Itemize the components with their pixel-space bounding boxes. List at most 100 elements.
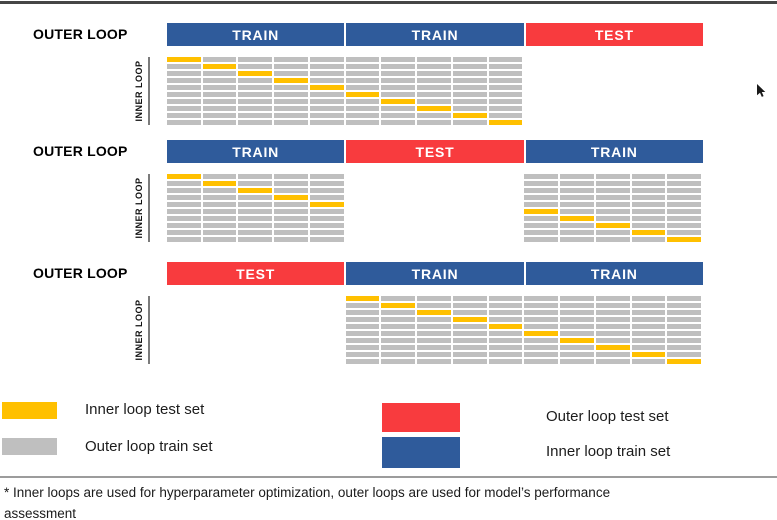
outer-segment-train: TRAIN [167, 23, 345, 46]
outer-train-segment [345, 57, 380, 62]
outer-train-segment [417, 120, 451, 125]
outer-train-segment [595, 181, 630, 186]
inner-loop-row [167, 209, 344, 214]
outer-train-segment [631, 237, 666, 242]
outer-train-segment [381, 71, 416, 76]
legend-swatch-inner_test_yellow [2, 402, 57, 419]
inner-test-segment [167, 174, 201, 179]
inner-loop-grid [167, 57, 523, 127]
outer-train-segment [381, 310, 416, 315]
outer-train-segment [488, 106, 523, 111]
inner-test-segment [488, 324, 523, 329]
outer-train-segment [381, 345, 416, 350]
outer-train-segment [595, 230, 630, 235]
outer-train-segment [167, 202, 201, 207]
outer-train-segment [381, 359, 416, 364]
outer-train-segment [417, 359, 451, 364]
outer-train-segment [452, 303, 487, 308]
inner-loop-row [167, 120, 523, 125]
inner-test-segment [381, 99, 416, 104]
outer-train-segment [202, 230, 237, 235]
outer-train-segment [309, 113, 344, 118]
inner-test-segment [560, 216, 594, 221]
outer-train-segment [560, 317, 594, 322]
outer-segment-test: TEST [525, 23, 703, 46]
outer-segment-label: TRAIN [232, 143, 280, 160]
inner-loop-row [167, 71, 523, 76]
outer-train-segment [202, 120, 237, 125]
inner-loop-row [167, 216, 344, 221]
outer-train-segment [381, 352, 416, 357]
outer-train-segment [631, 359, 666, 364]
outer-train-segment [595, 331, 630, 336]
outer-train-segment [202, 78, 237, 83]
legend-label: Inner loop test set [85, 401, 205, 418]
outer-train-segment [238, 209, 273, 214]
inner-test-segment [452, 113, 487, 118]
outer-train-segment [560, 310, 594, 315]
outer-train-segment [345, 345, 380, 350]
outer-train-segment [167, 64, 201, 69]
outer-train-segment [309, 99, 344, 104]
inner-test-segment [488, 120, 523, 125]
inner-loop-row [345, 303, 701, 308]
outer-train-segment [524, 345, 559, 350]
outer-train-segment [417, 64, 451, 69]
outer-segment-label: TEST [594, 26, 634, 43]
outer-train-segment [345, 106, 380, 111]
outer-train-segment [238, 174, 273, 179]
outer-train-segment [488, 71, 523, 76]
inner-test-segment [167, 57, 201, 62]
outer-train-segment [202, 113, 237, 118]
outer-train-segment [309, 230, 344, 235]
outer-train-segment [167, 230, 201, 235]
outer-train-segment [488, 113, 523, 118]
outer-train-segment [167, 78, 201, 83]
outer-train-segment [274, 188, 308, 193]
inner-loop-row [524, 195, 701, 200]
inner-loop-row [524, 223, 701, 228]
legend-swatch-inner_train_blue [382, 437, 460, 468]
outer-train-segment [238, 223, 273, 228]
inner-loop-row [524, 216, 701, 221]
outer-train-segment [595, 216, 630, 221]
outer-train-segment [488, 331, 523, 336]
footnote: * Inner loops are used for hyperparamete… [4, 482, 764, 520]
outer-train-segment [667, 331, 701, 336]
outer-train-segment [381, 106, 416, 111]
outer-train-segment [274, 202, 308, 207]
inner-test-segment [274, 78, 308, 83]
outer-segment-train: TRAIN [525, 262, 703, 285]
outer-train-segment [667, 223, 701, 228]
inner-loop-row [167, 230, 344, 235]
outer-train-segment [309, 181, 344, 186]
outer-train-segment [238, 230, 273, 235]
inner-loop-row [345, 317, 701, 322]
inner-loop-area: INNER LOOP [0, 174, 777, 244]
outer-train-segment [417, 296, 451, 301]
outer-train-segment [667, 209, 701, 214]
outer-train-segment [488, 310, 523, 315]
outer-train-segment [381, 331, 416, 336]
outer-train-segment [309, 237, 344, 242]
outer-train-segment [274, 113, 308, 118]
outer-train-segment [417, 92, 451, 97]
inner-loop-label: INNER LOOP [134, 60, 144, 122]
outer-train-segment [595, 237, 630, 242]
outer-train-segment [595, 317, 630, 322]
outer-train-segment [309, 216, 344, 221]
outer-train-segment [274, 92, 308, 97]
outer-train-segment [560, 352, 594, 357]
outer-train-segment [417, 303, 451, 308]
outer-train-segment [631, 303, 666, 308]
outer-segment-label: TRAIN [590, 143, 638, 160]
outer-train-segment [524, 338, 559, 343]
outer-train-segment [202, 237, 237, 242]
outer-train-segment [452, 85, 487, 90]
outer-segment-label: TEST [415, 143, 455, 160]
outer-train-segment [238, 64, 273, 69]
outer-train-segment [667, 345, 701, 350]
